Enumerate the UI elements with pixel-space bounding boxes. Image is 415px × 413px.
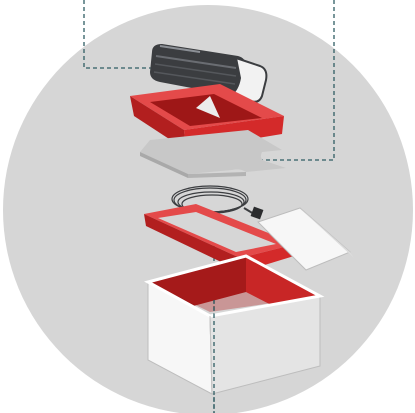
exploded-packaging-diagram (0, 0, 415, 413)
